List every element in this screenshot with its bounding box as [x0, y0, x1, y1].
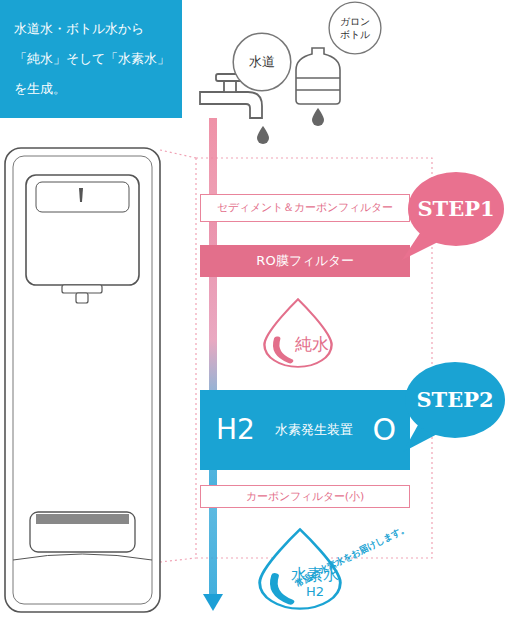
- flow-connector: [209, 277, 217, 390]
- source-circle: 水道: [232, 32, 292, 92]
- water-drop: [257, 108, 324, 144]
- drop-shine: [276, 339, 290, 361]
- bubble-body: [405, 362, 505, 438]
- circle-outline: [329, 2, 381, 54]
- step-bubble: STEP2: [405, 362, 505, 438]
- node-text: 水道水・ボトル水から 「純水」そして「水素水」 を生成。: [14, 14, 176, 104]
- node-text: O: [372, 412, 396, 448]
- generator-box: H2 水素発生装置 O: [200, 390, 410, 470]
- flow-arrow: [203, 118, 223, 611]
- title-band: 水道水・ボトル水から 「純水」そして「水素水」 を生成。: [0, 0, 182, 118]
- node-text: STEP2: [416, 387, 493, 412]
- drop-shine: [274, 576, 291, 602]
- gallon-bottle: [296, 48, 340, 104]
- filter-box: カーボンフィルター(小): [200, 485, 410, 508]
- source-circle: ガロン ボトル: [328, 1, 382, 55]
- node-text: STEP1: [417, 196, 494, 221]
- drop-outline: [264, 299, 331, 367]
- node-text: ガロン ボトル: [338, 15, 372, 41]
- node-text: 水素発生装置: [275, 422, 353, 438]
- water-drop: 純水: [258, 298, 338, 368]
- node-text: 水道: [249, 54, 275, 70]
- node-text: カーボンフィルター(小): [246, 490, 365, 503]
- source-circle-outline: [328, 1, 382, 55]
- filter-box: セディメント＆カーボンフィルター: [200, 194, 410, 222]
- node-text: セディメント＆カーボンフィルター: [217, 201, 393, 214]
- filter-box: RO膜フィルター: [200, 245, 410, 277]
- bubble-body: [408, 172, 504, 246]
- node-text: RO膜フィルター: [256, 253, 353, 269]
- dotted-frame: [160, 150, 432, 562]
- step-bubble: STEP1: [408, 172, 504, 246]
- water-server: [5, 148, 160, 612]
- circle-outline: [233, 33, 291, 91]
- flow-connector: [209, 470, 217, 485]
- flow-connector: [209, 222, 217, 245]
- node-text: 純水: [295, 334, 329, 354]
- water-drop-outline: [258, 298, 338, 368]
- node-text: H2: [306, 584, 324, 600]
- node-text: H2: [216, 413, 255, 447]
